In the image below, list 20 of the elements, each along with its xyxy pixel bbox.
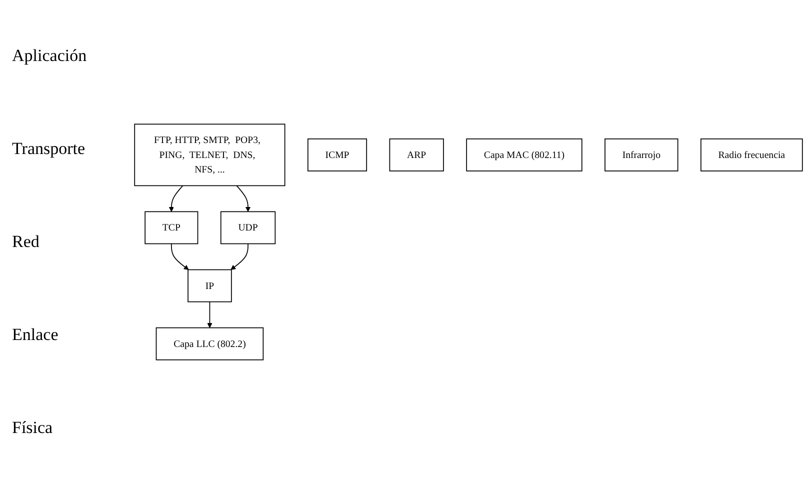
layer-label: Red [12, 232, 40, 252]
layer-label: Física [12, 418, 54, 438]
node-box: Capa MAC (802.11) [466, 138, 582, 172]
node-box: FTP, HTTP, SMTP, POP3, PING, TELNET, DNS, NFS, ... [134, 124, 286, 186]
arrow [230, 243, 248, 270]
node-box: IP [188, 269, 232, 302]
node-box: ARP [389, 138, 444, 172]
node-box: Infrarrojo [604, 138, 678, 172]
node-box: UDP [220, 211, 276, 244]
node-box: Capa LLC (802.2) [156, 327, 264, 360]
node-box: ICMP [307, 138, 368, 172]
arrow [236, 185, 251, 212]
arrow [207, 301, 212, 328]
node-box: TCP [144, 211, 198, 244]
arrow [170, 243, 189, 270]
arrow [168, 185, 184, 212]
layer-label: Enlace [12, 324, 60, 345]
layer-label: Transporte [12, 139, 86, 160]
layer-label: Aplicación [12, 46, 88, 66]
node-box: Radio frecuencia [700, 138, 803, 172]
